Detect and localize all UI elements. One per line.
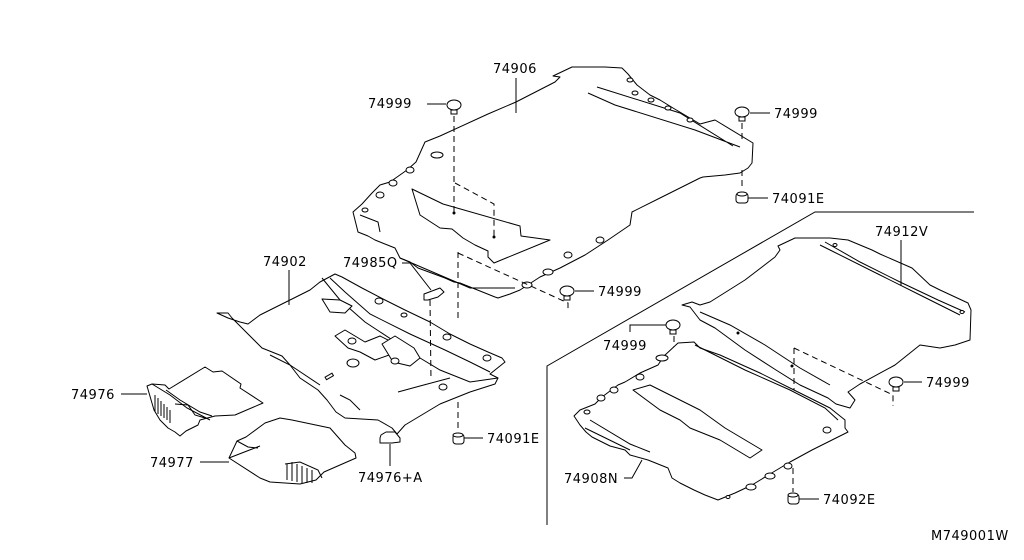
grommet-icon[interactable]: [787, 492, 800, 505]
label-74999-c[interactable]: 74999: [598, 285, 642, 300]
part-74977-drawing[interactable]: [228, 417, 357, 485]
assembly-line: [793, 347, 894, 406]
diagram-code: M749001W: [931, 529, 1009, 544]
label-74091e-a[interactable]: 74091E: [772, 192, 825, 207]
label-74976a[interactable]: 74976+A: [358, 471, 423, 486]
clip-icon[interactable]: [888, 376, 904, 392]
assembly-line: [457, 252, 569, 312]
group-boundary-line: [546, 211, 974, 525]
assembly-line: [454, 182, 495, 237]
leader-74908n: [624, 459, 643, 479]
label-74977[interactable]: 74977: [150, 456, 194, 471]
label-74092e[interactable]: 74092E: [823, 493, 876, 508]
clip-icon[interactable]: [665, 319, 681, 335]
part-74902-drawing[interactable]: [216, 273, 506, 435]
label-74999-e[interactable]: 74999: [926, 376, 970, 391]
clip-icon[interactable]: [734, 106, 750, 122]
part-74976-drawing[interactable]: [146, 366, 264, 437]
leader-74985q: [402, 262, 432, 291]
part-74985q-drawing[interactable]: [423, 287, 445, 301]
part-74976a-drawing[interactable]: [379, 431, 401, 444]
label-74999-d[interactable]: 74999: [603, 339, 647, 354]
label-74976[interactable]: 74976: [71, 388, 115, 403]
assembly-line: [429, 299, 432, 381]
label-74902[interactable]: 74902: [263, 255, 307, 270]
part-74906-drawing[interactable]: [352, 66, 754, 299]
label-74999-a[interactable]: 74999: [368, 97, 412, 112]
leader-74999-d: [629, 324, 666, 332]
label-74906[interactable]: 74906: [493, 62, 537, 77]
clip-icon[interactable]: [446, 99, 462, 115]
label-74912v[interactable]: 74912V: [875, 225, 928, 240]
grommet-icon[interactable]: [452, 432, 465, 445]
label-74985q[interactable]: 74985Q: [343, 256, 398, 271]
part-74912v-drawing[interactable]: [681, 237, 972, 409]
label-74999-b[interactable]: 74999: [774, 107, 818, 122]
grommet-icon[interactable]: [735, 191, 749, 204]
label-74908n[interactable]: 74908N: [564, 472, 618, 487]
part-74908n-drawing[interactable]: [573, 341, 849, 501]
clip-icon[interactable]: [559, 285, 575, 301]
label-74091e-b[interactable]: 74091E: [487, 432, 540, 447]
